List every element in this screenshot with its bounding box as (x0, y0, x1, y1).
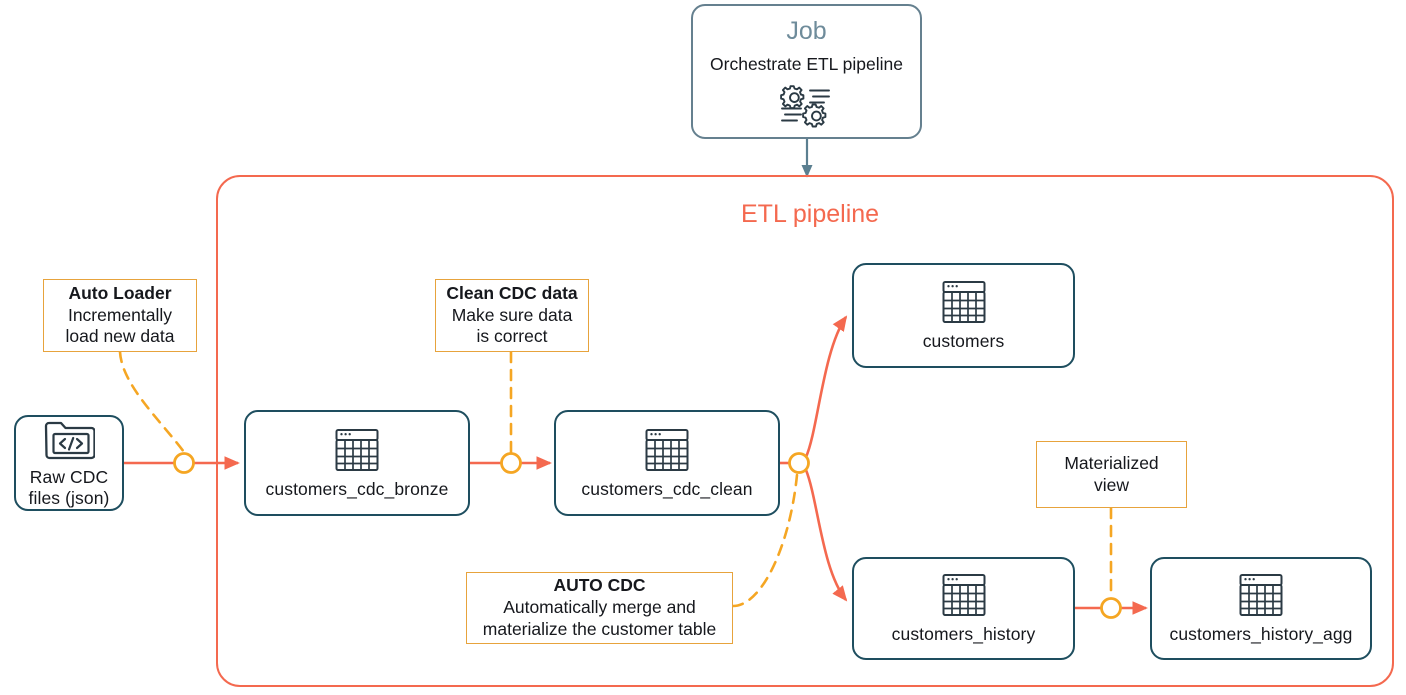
callout-line: Make sure data (451, 304, 573, 325)
table-icon (940, 572, 988, 618)
callout-clean-cdc-data: Clean CDC data Make sure data is correct (435, 279, 589, 352)
callout-line: Materialized view (1064, 452, 1159, 495)
callout-title: Clean CDC data (446, 282, 578, 303)
node-label: customers_cdc_bronze (265, 478, 449, 499)
callout-title: AUTO CDC (553, 575, 646, 596)
node-customers[interactable]: customers (852, 263, 1075, 368)
callout-line: load new data (65, 326, 175, 347)
connector-ring-auto-loader (173, 452, 195, 474)
callout-line: Incrementally (67, 304, 173, 325)
source-node-raw-cdc-files[interactable]: Raw CDC files (json) (14, 415, 124, 511)
callout-line: is correct (476, 326, 548, 347)
source-node-label-line1: Raw CDC (29, 467, 109, 487)
node-label: customers_history (891, 624, 1036, 644)
folder-code-icon (43, 417, 95, 461)
callout-line: materialize the customer table (482, 618, 717, 639)
callout-auto-loader: Auto Loader Incrementally load new data (43, 279, 197, 352)
node-customers-cdc-clean[interactable]: customers_cdc_clean (554, 410, 780, 516)
job-subtitle: Orchestrate ETL pipeline (710, 53, 903, 74)
etl-pipeline-container (216, 175, 1394, 687)
leader-auto-loader (118, 350, 186, 454)
gears-icon (777, 82, 837, 128)
node-label: customers_cdc_clean (581, 478, 753, 499)
callout-title: Auto Loader (68, 282, 172, 303)
table-icon (333, 427, 381, 473)
source-node-label-line2: files (json) (28, 488, 110, 508)
job-box[interactable]: Job Orchestrate ETL pipeline (691, 4, 922, 139)
callout-line: Automatically merge and (503, 597, 696, 618)
node-label: customers (922, 331, 1005, 351)
callout-materialized-view: Materialized view (1036, 441, 1187, 508)
table-icon (643, 427, 691, 473)
job-title: Job (786, 17, 827, 45)
table-icon (1237, 572, 1285, 618)
node-customers-cdc-bronze[interactable]: customers_cdc_bronze (244, 410, 470, 516)
node-customers-history[interactable]: customers_history (852, 557, 1075, 660)
callout-auto-cdc: AUTO CDC Automatically merge and materia… (466, 572, 733, 644)
node-customers-history-agg[interactable]: customers_history_agg (1150, 557, 1372, 660)
node-label: customers_history_agg (1169, 624, 1353, 644)
etl-pipeline-title: ETL pipeline (741, 200, 880, 228)
table-icon (940, 279, 988, 325)
